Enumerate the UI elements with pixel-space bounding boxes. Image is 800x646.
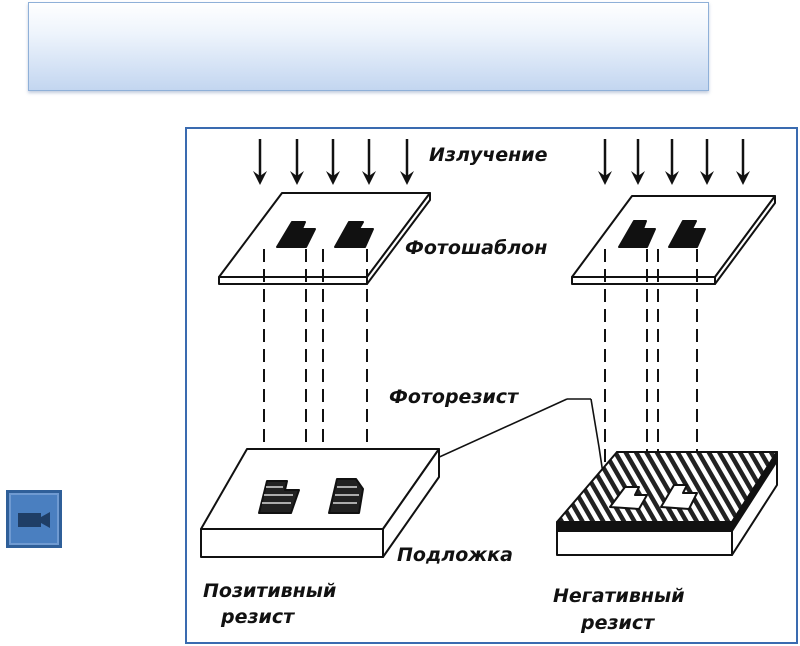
video-camera-icon [18, 512, 50, 528]
video-button[interactable] [6, 490, 62, 548]
photomask-right [571, 195, 776, 285]
label-substrate: Подложка [397, 544, 513, 566]
title-banner [28, 2, 709, 91]
label-photomask: Фотошаблон [405, 237, 547, 259]
substrate-positive [200, 448, 440, 558]
label-negative-line1: Негативный [553, 585, 685, 607]
label-photoresist: Фоторезист [389, 386, 519, 408]
projection-lines [263, 249, 698, 484]
substrate-negative [556, 451, 778, 556]
photomask-left [218, 192, 431, 285]
photolithography-figure: Излучение Фотошаблон [185, 127, 798, 644]
label-negative-line2: резист [580, 612, 655, 634]
radiation-arrows-left [258, 139, 409, 181]
label-positive-line2: резист [220, 606, 295, 628]
label-positive-line1: Позитивный [203, 580, 336, 602]
label-radiation: Излучение [429, 144, 548, 166]
radiation-arrows-right [603, 139, 745, 181]
